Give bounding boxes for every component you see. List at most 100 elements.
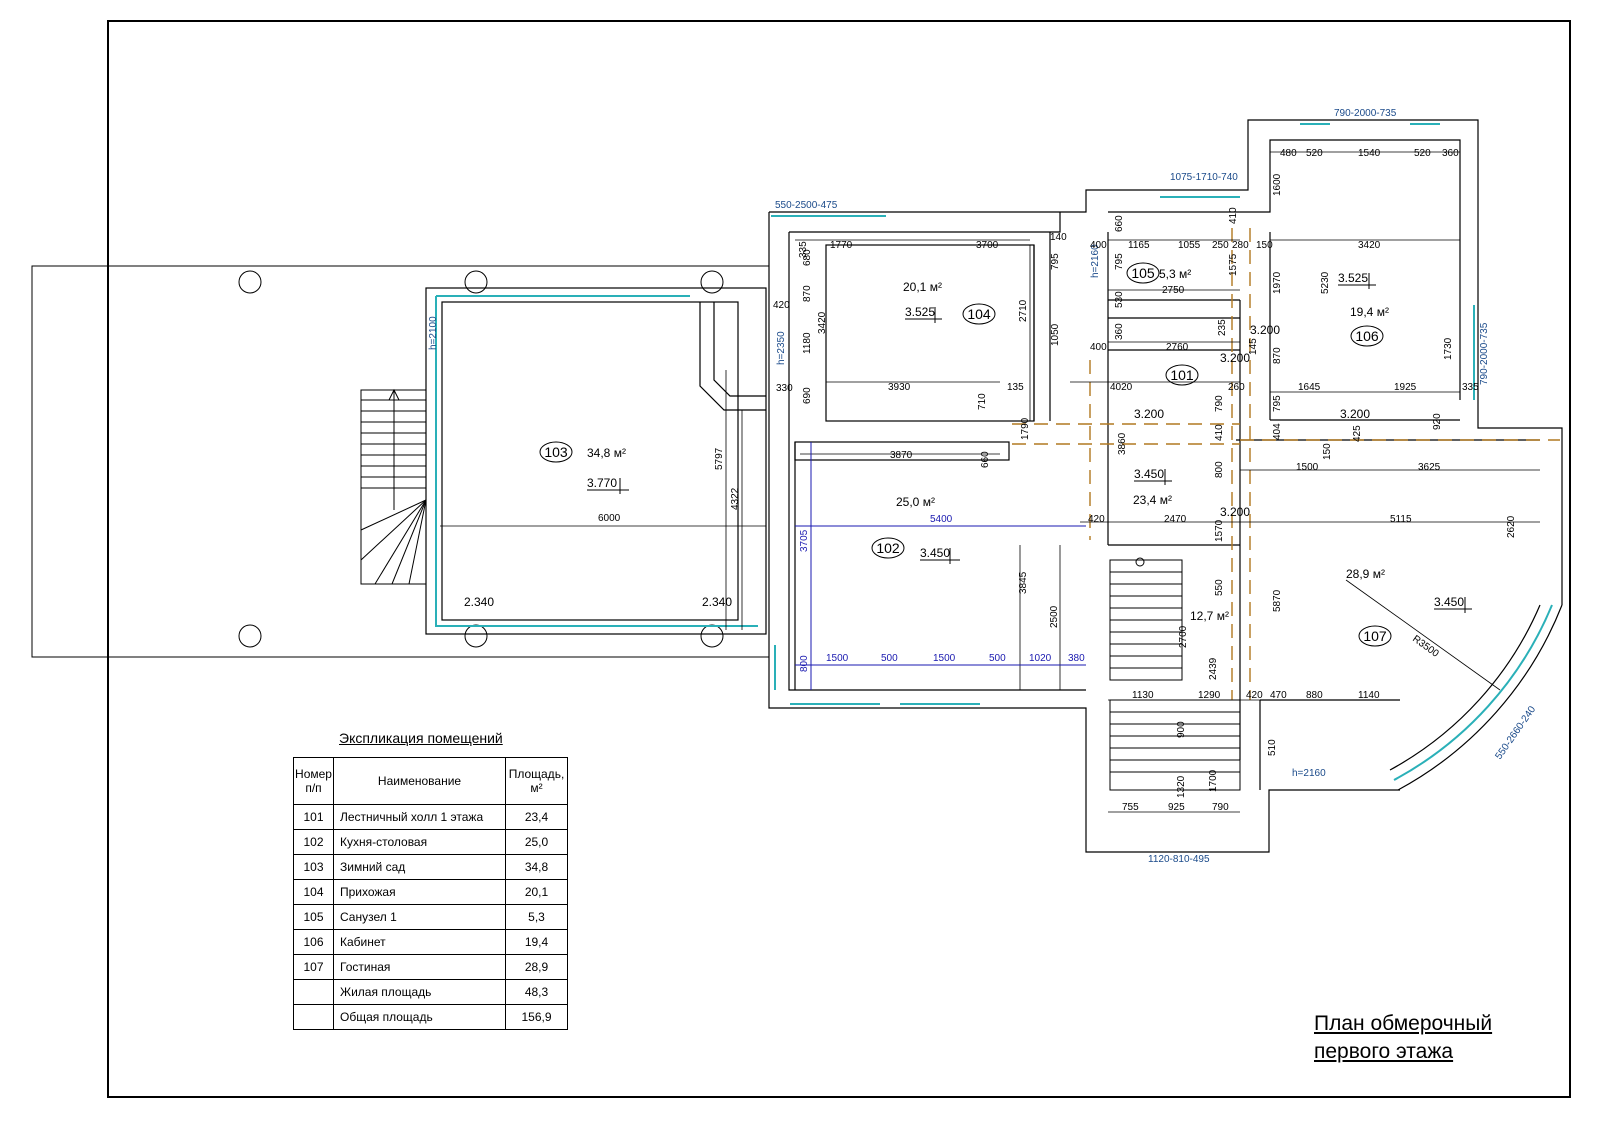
dim-text: 2470: [1164, 514, 1187, 525]
cell-number: 106: [293, 929, 334, 955]
dim-text: 6000: [598, 513, 621, 524]
table-row: 105 Санузел 1 5,3: [293, 904, 568, 930]
cell-name: Лестничный холл 1 этажа: [333, 804, 506, 830]
dim-text: 550: [1214, 579, 1225, 596]
dim-text: 2710: [1018, 299, 1029, 322]
table-row: Общая площадь 156,9: [293, 1004, 568, 1030]
dim-text: 5870: [1272, 589, 1283, 612]
dim-text: 900: [1176, 721, 1187, 738]
dim-text: 3860: [1117, 432, 1128, 455]
cell-name: Общая площадь: [333, 1004, 506, 1030]
dim-text: 870: [802, 285, 813, 302]
dim-text: 755: [1122, 802, 1139, 813]
opening-label: 790-2000-735: [1334, 108, 1397, 119]
dim-text: 360: [1114, 323, 1125, 340]
dim-text: 400: [1090, 342, 1107, 353]
table-row: 103 Зимний сад 34,8: [293, 854, 568, 880]
dim-text: 1130: [1132, 690, 1154, 701]
level-mark-symbols: [587, 273, 1472, 613]
room-area-105: 5,3 м²: [1159, 267, 1191, 281]
dim-text: 360: [1442, 148, 1459, 159]
drawing-frame: [107, 20, 1571, 1098]
cell-area: 20,1: [505, 879, 568, 905]
dim-text: 145: [1248, 338, 1259, 355]
dim-text: 790: [1212, 802, 1229, 813]
dim-text: 1140: [1358, 690, 1380, 701]
room-number-105: 105: [1131, 265, 1155, 281]
plan-title: План обмерочный первого этажа: [1314, 1010, 1492, 1066]
cell-name: Прихожая: [333, 879, 506, 905]
level-mark-107: 3.450: [1434, 595, 1464, 609]
dim-text: 1970: [1272, 271, 1283, 294]
opening-label: 1120-810-495: [1148, 854, 1210, 865]
header-area: Площадь, м²: [505, 757, 568, 805]
dim-text: 500: [881, 653, 898, 664]
dim-text: 710: [977, 393, 988, 410]
cell-number: 104: [293, 879, 334, 905]
dim-text: 1575: [1228, 253, 1239, 276]
dim-text: 660: [980, 451, 991, 468]
opening-label: 790-2000-735: [1479, 322, 1490, 385]
header-number: Номер п/п: [293, 757, 334, 805]
dim-text: 880: [1306, 690, 1323, 701]
dim-text: 150: [1322, 443, 1333, 460]
radius-label: R3500: [1410, 634, 1441, 660]
cell-name: Гостиная: [333, 954, 506, 980]
height-label: h=2160: [1292, 768, 1326, 779]
dim-text: 420: [1088, 514, 1105, 525]
dim-text: 410: [1214, 424, 1225, 441]
cell-area: 28,9: [505, 954, 568, 980]
cell-area: 19,4: [505, 929, 568, 955]
table-header-row: Номер п/п Наименование Площадь, м²: [293, 757, 568, 805]
dim-text: 1645: [1298, 382, 1321, 393]
terrace-stair: [360, 388, 427, 585]
opening-label: 1075-1710-740: [1170, 172, 1238, 183]
dim-text: 690: [802, 387, 813, 404]
dim-text: 1050: [1050, 323, 1061, 346]
level-mark-106: 3.525: [1338, 271, 1368, 285]
opening-label: 550-2660-240: [1493, 704, 1538, 762]
room-number-103: 103: [544, 444, 568, 460]
dim-text: 1770: [830, 240, 853, 251]
level-mark: 2.340: [702, 595, 732, 609]
dim-text: 404: [1272, 423, 1283, 440]
dim-text: 3930: [888, 382, 911, 393]
dim-text: 500: [989, 653, 1006, 664]
dim-text: 1570: [1214, 519, 1225, 542]
explication-table: Номер п/п Наименование Площадь, м² 101 Л…: [293, 757, 568, 1030]
cell-number: 102: [293, 829, 334, 855]
cell-area: 34,8: [505, 854, 568, 880]
dim-text: 795: [1050, 253, 1061, 270]
level-mark-104: 3.525: [905, 305, 935, 319]
dimension-lines-blue: [795, 442, 1086, 690]
dim-text: 920: [1432, 413, 1443, 430]
dim-text: 1180: [802, 332, 813, 354]
room-area-104: 20,1 м²: [903, 280, 942, 294]
cell-area: 5,3: [505, 904, 568, 930]
dim-text: 420: [773, 300, 790, 311]
level-mark-101: 3.450: [1134, 467, 1164, 481]
dim-text: 800: [799, 655, 810, 672]
dim-text: 2700: [1178, 625, 1189, 648]
dim-text: 330: [776, 383, 793, 394]
cell-area: 25,0: [505, 829, 568, 855]
room-103-glazing: [435, 295, 758, 627]
cell-area: 48,3: [505, 979, 568, 1005]
level-mark: 3.200: [1250, 323, 1280, 337]
dim-text: 3870: [890, 450, 913, 461]
height-label: h=2100: [428, 316, 439, 350]
dim-text: 1500: [1296, 462, 1319, 473]
dim-text: 2750: [1162, 285, 1185, 296]
cell-name: Санузел 1: [333, 904, 506, 930]
table-row: Жилая площадь 48,3: [293, 979, 568, 1005]
cell-number: [293, 979, 334, 1005]
dim-text: 250: [1212, 240, 1229, 251]
level-mark: 2.340: [464, 595, 494, 609]
cell-name: Кухня-столовая: [333, 829, 506, 855]
dim-text: 380: [1068, 653, 1085, 664]
dim-text: 400: [1090, 240, 1107, 251]
dim-text: 680: [802, 249, 813, 266]
stair-area: 12,7 м²: [1190, 609, 1229, 623]
level-mark: 3.200: [1340, 407, 1370, 421]
